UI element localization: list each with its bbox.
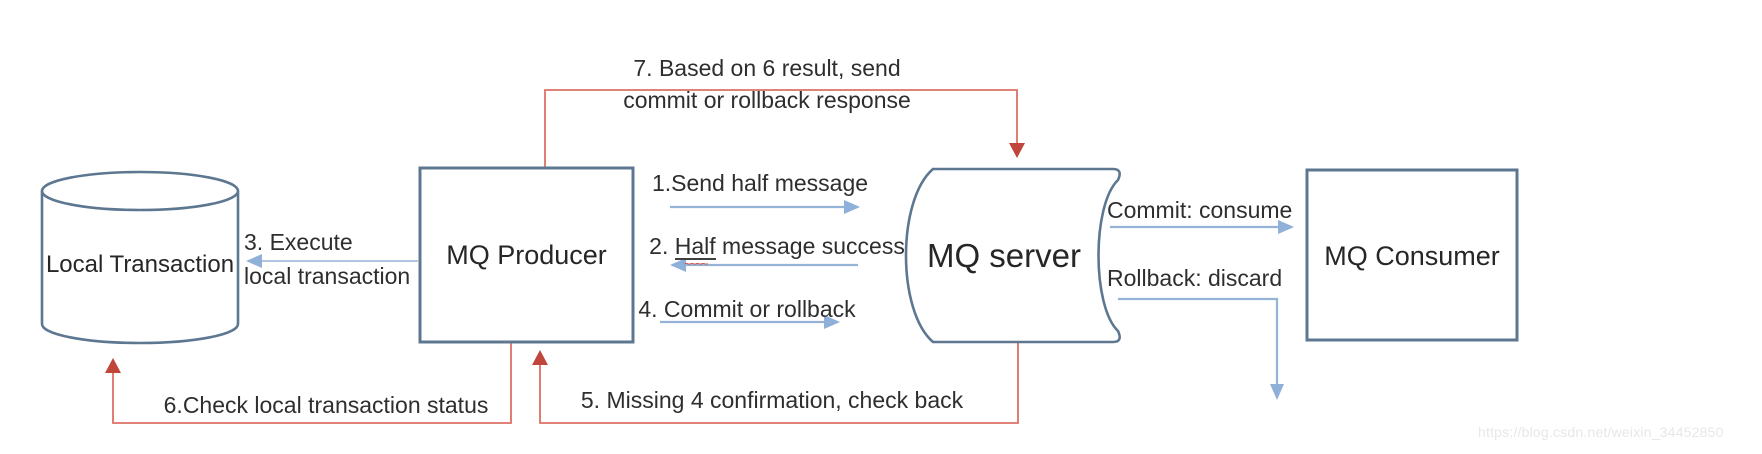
edge-label-execute-line2: local transaction: [244, 263, 411, 289]
arrow-7-commit-rollback-response: [544, 89, 1025, 168]
edge-label-send-half-message: 1.Send half message: [651, 170, 869, 196]
edge-label-based-on-result-line2: commit or rollback response: [623, 87, 911, 113]
mq-producer-node: [418, 166, 635, 344]
mq-producer-label: MQ Producer: [446, 240, 607, 270]
mq-consumer-node: [1305, 168, 1519, 342]
edge-label-commit-or-rollback: 4. Commit or rollback: [638, 296, 856, 322]
mq-server-label: MQ server: [926, 237, 1081, 274]
edge-label-rollback-discard: Rollback: discard: [1107, 265, 1283, 291]
edge-label-execute-line1: 3. Execute: [244, 229, 353, 255]
edge-label-half-message-success: 2. Half message success: [645, 233, 909, 269]
edge-label-half-word-misspell-underline: Half: [674, 235, 716, 269]
edge-label-based-on-result: 7. Based on 6 result, send commit or rol…: [607, 52, 927, 116]
edge-label-check-local-transaction-status: 6.Check local transaction status: [163, 392, 489, 418]
local-transaction-node: [40, 170, 240, 345]
edge-label-based-on-result-line1: 7. Based on 6 result, send: [633, 55, 901, 81]
arrow-6-check-local-transaction-status: [105, 342, 512, 424]
local-transaction-label: Local Transaction: [45, 251, 235, 278]
edge-label-missing-confirmation: 5. Missing 4 confirmation, check back: [580, 387, 964, 413]
mq-consumer-label: MQ Consumer: [1324, 241, 1500, 271]
mq-server-node: [904, 167, 1121, 344]
arrow-rollback-discard: [1118, 297, 1284, 400]
edge-label-half-prefix: 2.: [649, 233, 675, 259]
edge-label-commit-consume: Commit: consume: [1107, 197, 1293, 223]
arrow-5-missing-confirmation-check-back: [532, 343, 1019, 424]
edge-label-half-suffix: message success: [715, 233, 905, 259]
csdn-watermark: https://blog.csdn.net/weixin_34452850: [1478, 424, 1724, 440]
